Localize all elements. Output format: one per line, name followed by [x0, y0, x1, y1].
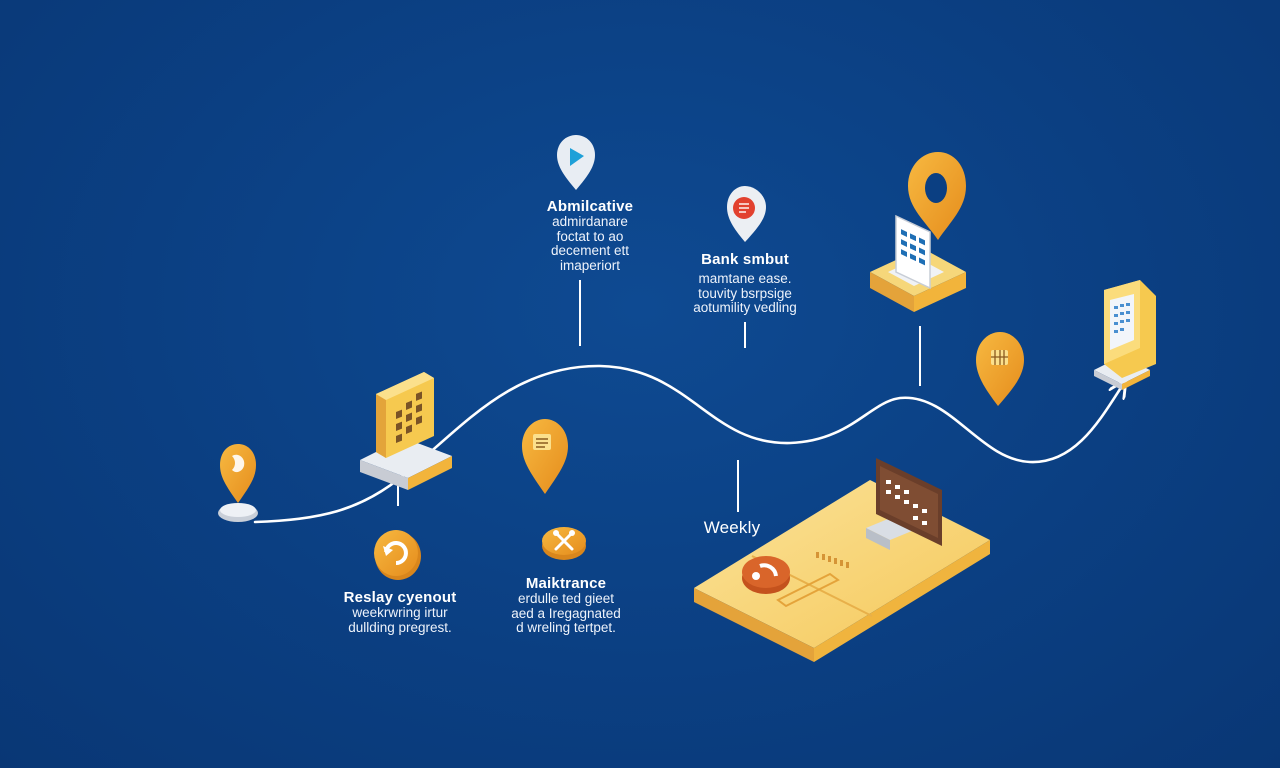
- tablet-icon: [1094, 280, 1156, 390]
- label-bottom-left: Reslay cyenout weekrwring irtur dullding…: [320, 589, 480, 635]
- label-weekly: Weekly: [690, 518, 774, 537]
- desk-platform-icon: [694, 458, 990, 662]
- refresh-coin-icon: [374, 530, 421, 580]
- label-line: d wreling tertpet.: [516, 620, 616, 636]
- label-line: aed a Iregagnated: [511, 605, 621, 621]
- location-pin-icon: [218, 444, 258, 522]
- label-line: erdulle ted gieet: [517, 591, 615, 607]
- label-line: weekrwring irtur: [352, 605, 448, 621]
- label-title: Abmilcative: [546, 198, 634, 215]
- label-line: imaperiort: [559, 257, 621, 273]
- label-title: Reslay cyenout: [343, 589, 457, 606]
- office-building-icon: [360, 372, 452, 490]
- label-top-left: Abmilcative admirdanare foctat to ao dec…: [510, 198, 670, 274]
- label-line: mamtane ease.: [698, 271, 792, 287]
- label-top-mid: Bank smbut mamtane ease. touvity bsrpsig…: [660, 251, 830, 316]
- document-pin-icon: [522, 419, 568, 494]
- label-title: Maiktrance: [525, 575, 607, 592]
- play-pin-icon: [557, 135, 595, 190]
- label-line: dullding pregrest.: [348, 619, 452, 635]
- label-bottom-mid: Maiktrance erdulle ted gieet aed a Irega…: [486, 575, 646, 636]
- label-title: Weekly: [703, 518, 761, 537]
- label-title: Bank smbut: [701, 251, 789, 268]
- label-line: admirdanare: [552, 214, 628, 230]
- calendar-platform-icon: [870, 152, 966, 312]
- wrench-coin-icon: [542, 527, 586, 560]
- label-line: touvity bsrpsige: [698, 285, 792, 301]
- grid-pin-icon: [976, 332, 1024, 406]
- label-line: decement ett: [550, 243, 630, 259]
- label-line: aotumility vedling: [693, 300, 797, 316]
- document-pin-icon: [727, 186, 766, 242]
- label-line: foctat to ao: [556, 228, 624, 244]
